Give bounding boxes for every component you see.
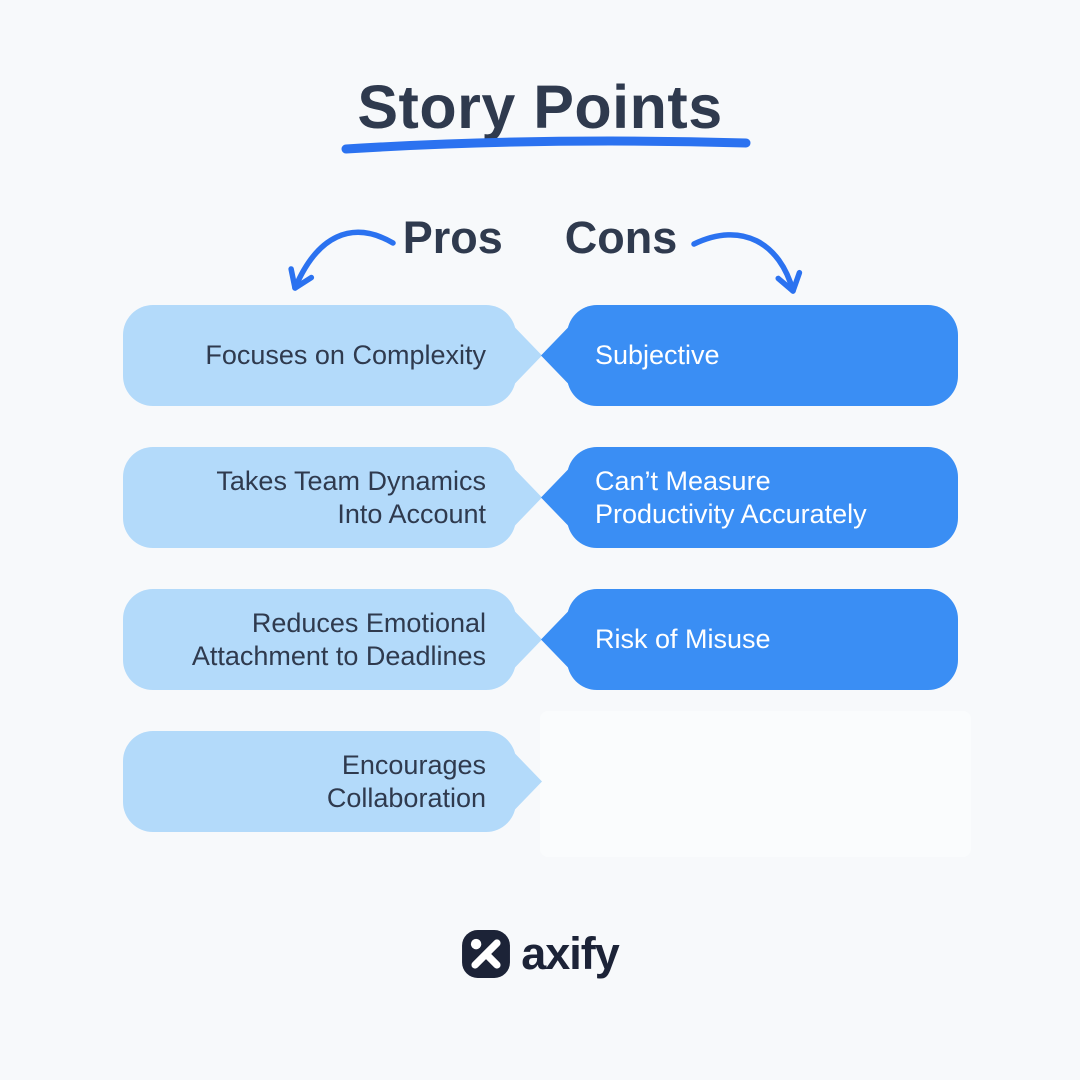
pro-label: Encourages Collaboration [326, 749, 486, 813]
page-title: Story Points [357, 73, 723, 141]
pro-label: Takes Team Dynamics Into Account [216, 465, 486, 529]
pro-label: Reduces Emotional Attachment to Deadline… [191, 607, 486, 671]
brand-logo: axify [0, 928, 1080, 980]
comparison-rows: Focuses on Complexity Subjective Takes T… [123, 305, 958, 832]
con-bubble: Risk of Misuse [567, 589, 958, 690]
pro-bubble: Reduces Emotional Attachment to Deadline… [123, 589, 516, 690]
con-label: Can’t Measure Productivity Accurately [595, 465, 867, 529]
table-row: Reduces Emotional Attachment to Deadline… [123, 589, 958, 690]
pro-bubble: Focuses on Complexity [123, 305, 516, 406]
axify-x-icon [462, 930, 511, 978]
pro-bubble: Takes Team Dynamics Into Account [123, 447, 516, 548]
table-row: Takes Team Dynamics Into Account Can’t M… [123, 447, 958, 548]
con-bubble: Subjective [567, 305, 958, 406]
cons-label: Cons [564, 212, 678, 263]
con-label: Risk of Misuse [595, 624, 771, 654]
pro-label: Focuses on Complexity [205, 340, 486, 370]
table-row: Focuses on Complexity Subjective [123, 305, 958, 406]
column-labels: Pros Cons [0, 212, 1080, 264]
table-row: Encourages Collaboration [123, 731, 958, 832]
pros-label: Pros [402, 212, 503, 263]
pro-bubble: Encourages Collaboration [123, 731, 516, 832]
con-label: Subjective [595, 340, 720, 370]
brand-name: axify [521, 928, 620, 979]
empty-con-slot [540, 711, 971, 857]
con-bubble: Can’t Measure Productivity Accurately [567, 447, 958, 548]
